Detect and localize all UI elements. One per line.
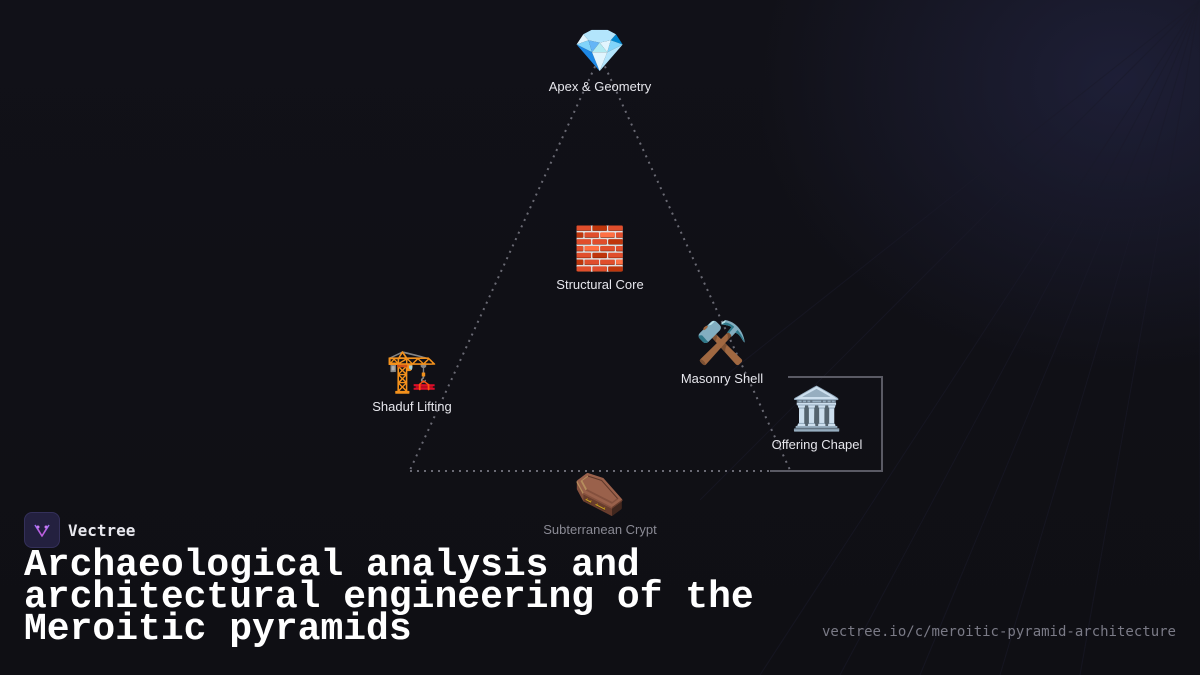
- coffin-icon: ⚰️: [573, 469, 627, 518]
- edge-apex-left: [409, 59, 599, 471]
- node-structural-core[interactable]: 🧱 Structural Core: [510, 224, 690, 293]
- gem-icon: 💎: [573, 26, 627, 75]
- classical-building-icon: 🏛️: [790, 384, 844, 433]
- node-label: Structural Core: [556, 277, 644, 292]
- edge-apex-right: [601, 59, 791, 471]
- hammer-pick-icon: ⚒️: [695, 318, 749, 367]
- node-label: Offering Chapel: [771, 437, 863, 452]
- node-label: Subterranean Crypt: [543, 522, 657, 537]
- node-masonry-shell[interactable]: ⚒️ Masonry Shell: [632, 318, 812, 387]
- source-url[interactable]: vectree.io/c/meroitic-pyramid-architectu…: [821, 624, 1176, 640]
- node-apex-geometry[interactable]: 💎 Apex & Geometry: [510, 26, 690, 95]
- vectree-logo-icon: [24, 512, 60, 548]
- node-subterranean-crypt[interactable]: ⚰️ Subterranean Crypt: [510, 469, 690, 538]
- brand[interactable]: Vectree: [24, 512, 135, 548]
- node-offering-chapel[interactable]: 🏛️ Offering Chapel: [727, 384, 907, 453]
- brand-name: Vectree: [68, 520, 136, 540]
- node-shaduf-lifting[interactable]: 🏗️ Shaduf Lifting: [322, 346, 502, 415]
- page-title: Archaeological analysis and architectura…: [24, 544, 754, 651]
- node-label: Apex & Geometry: [548, 79, 652, 94]
- chapel-bracket: [770, 376, 883, 472]
- node-label: Shaduf Lifting: [372, 399, 452, 414]
- crane-icon: 🏗️: [385, 346, 439, 395]
- node-label: Masonry Shell: [680, 371, 764, 386]
- brick-icon: 🧱: [573, 224, 627, 273]
